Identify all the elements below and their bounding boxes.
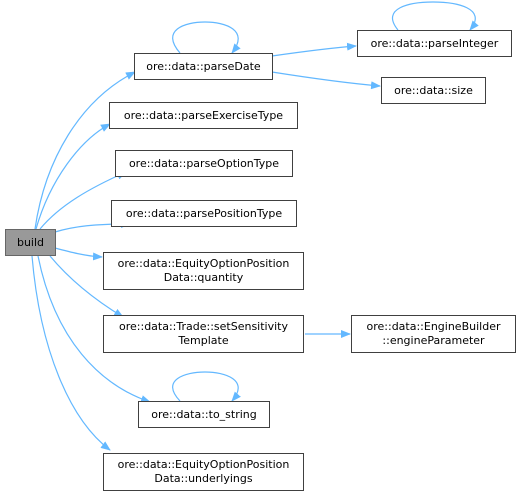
node-parseExerciseType[interactable]: ore::data::parseExerciseType: [109, 102, 298, 129]
node-underlyings-label-line1: ore::data::EquityOptionPosition: [117, 458, 290, 471]
node-to_string[interactable]: ore::data::to_string: [138, 401, 270, 428]
edge-build-parseOptionType: [39, 171, 127, 230]
node-engineParameter[interactable]: ore::data::EngineBuilder ::engineParamet…: [351, 315, 516, 353]
edge-parseDate-self: [172, 21, 241, 54]
node-setSensitivity-label-line2: Template: [178, 334, 229, 347]
node-to_string-label: ore::data::to_string: [151, 407, 257, 421]
node-parseOptionType-label: ore::data::parseOptionType: [128, 156, 280, 170]
node-setSensitivityTemplate[interactable]: ore::data::Trade::setSensitivity Templat…: [103, 315, 304, 353]
node-quantity[interactable]: ore::data::EquityOptionPosition Data::qu…: [103, 252, 304, 290]
node-parseDate-label: ore::data::parseDate: [146, 59, 261, 73]
node-parseExerciseType-label: ore::data::parseExerciseType: [123, 108, 284, 122]
node-parsePositionType-label: ore::data::parsePositionType: [125, 206, 283, 220]
edge-build-parseExerciseType: [35, 123, 111, 230]
edge-build-parseDate: [34, 71, 136, 230]
node-size[interactable]: ore::data::size: [381, 77, 486, 104]
edge-build-underlyings: [31, 255, 111, 451]
edge-build-to_string: [37, 255, 151, 403]
node-build[interactable]: build: [5, 229, 56, 256]
node-underlyings-label-line2: Data::underlyings: [154, 472, 253, 485]
edge-parseDate-parseInteger: [271, 42, 357, 57]
edge-parseInteger-self: [391, 1, 479, 31]
edge-build-quantity: [54, 247, 103, 261]
node-size-label: ore::data::size: [394, 83, 473, 97]
node-parsePositionType[interactable]: ore::data::parsePositionType: [111, 200, 297, 227]
edge-build-setSensitivity: [49, 255, 124, 318]
node-build-label: build: [16, 235, 45, 249]
node-parseOptionType[interactable]: ore::data::parseOptionType: [115, 150, 293, 177]
node-parseInteger-label: ore::data::parseInteger: [370, 36, 499, 50]
edge-parseDate-size: [271, 71, 381, 90]
node-engineParameter-label-line2: ::engineParameter: [382, 334, 485, 347]
edge-to_string-self: [172, 371, 241, 402]
node-parseDate[interactable]: ore::data::parseDate: [134, 53, 273, 80]
node-underlyings[interactable]: ore::data::EquityOptionPosition Data::un…: [103, 453, 304, 491]
node-setSensitivity-label-line1: ore::data::Trade::setSensitivity: [119, 320, 288, 333]
node-parseInteger[interactable]: ore::data::parseInteger: [357, 30, 512, 57]
node-engineParameter-label-line1: ore::data::EngineBuilder: [366, 320, 501, 333]
node-quantity-label-line1: ore::data::EquityOptionPosition: [117, 257, 290, 270]
node-quantity-label-line2: Data::quantity: [163, 271, 244, 284]
